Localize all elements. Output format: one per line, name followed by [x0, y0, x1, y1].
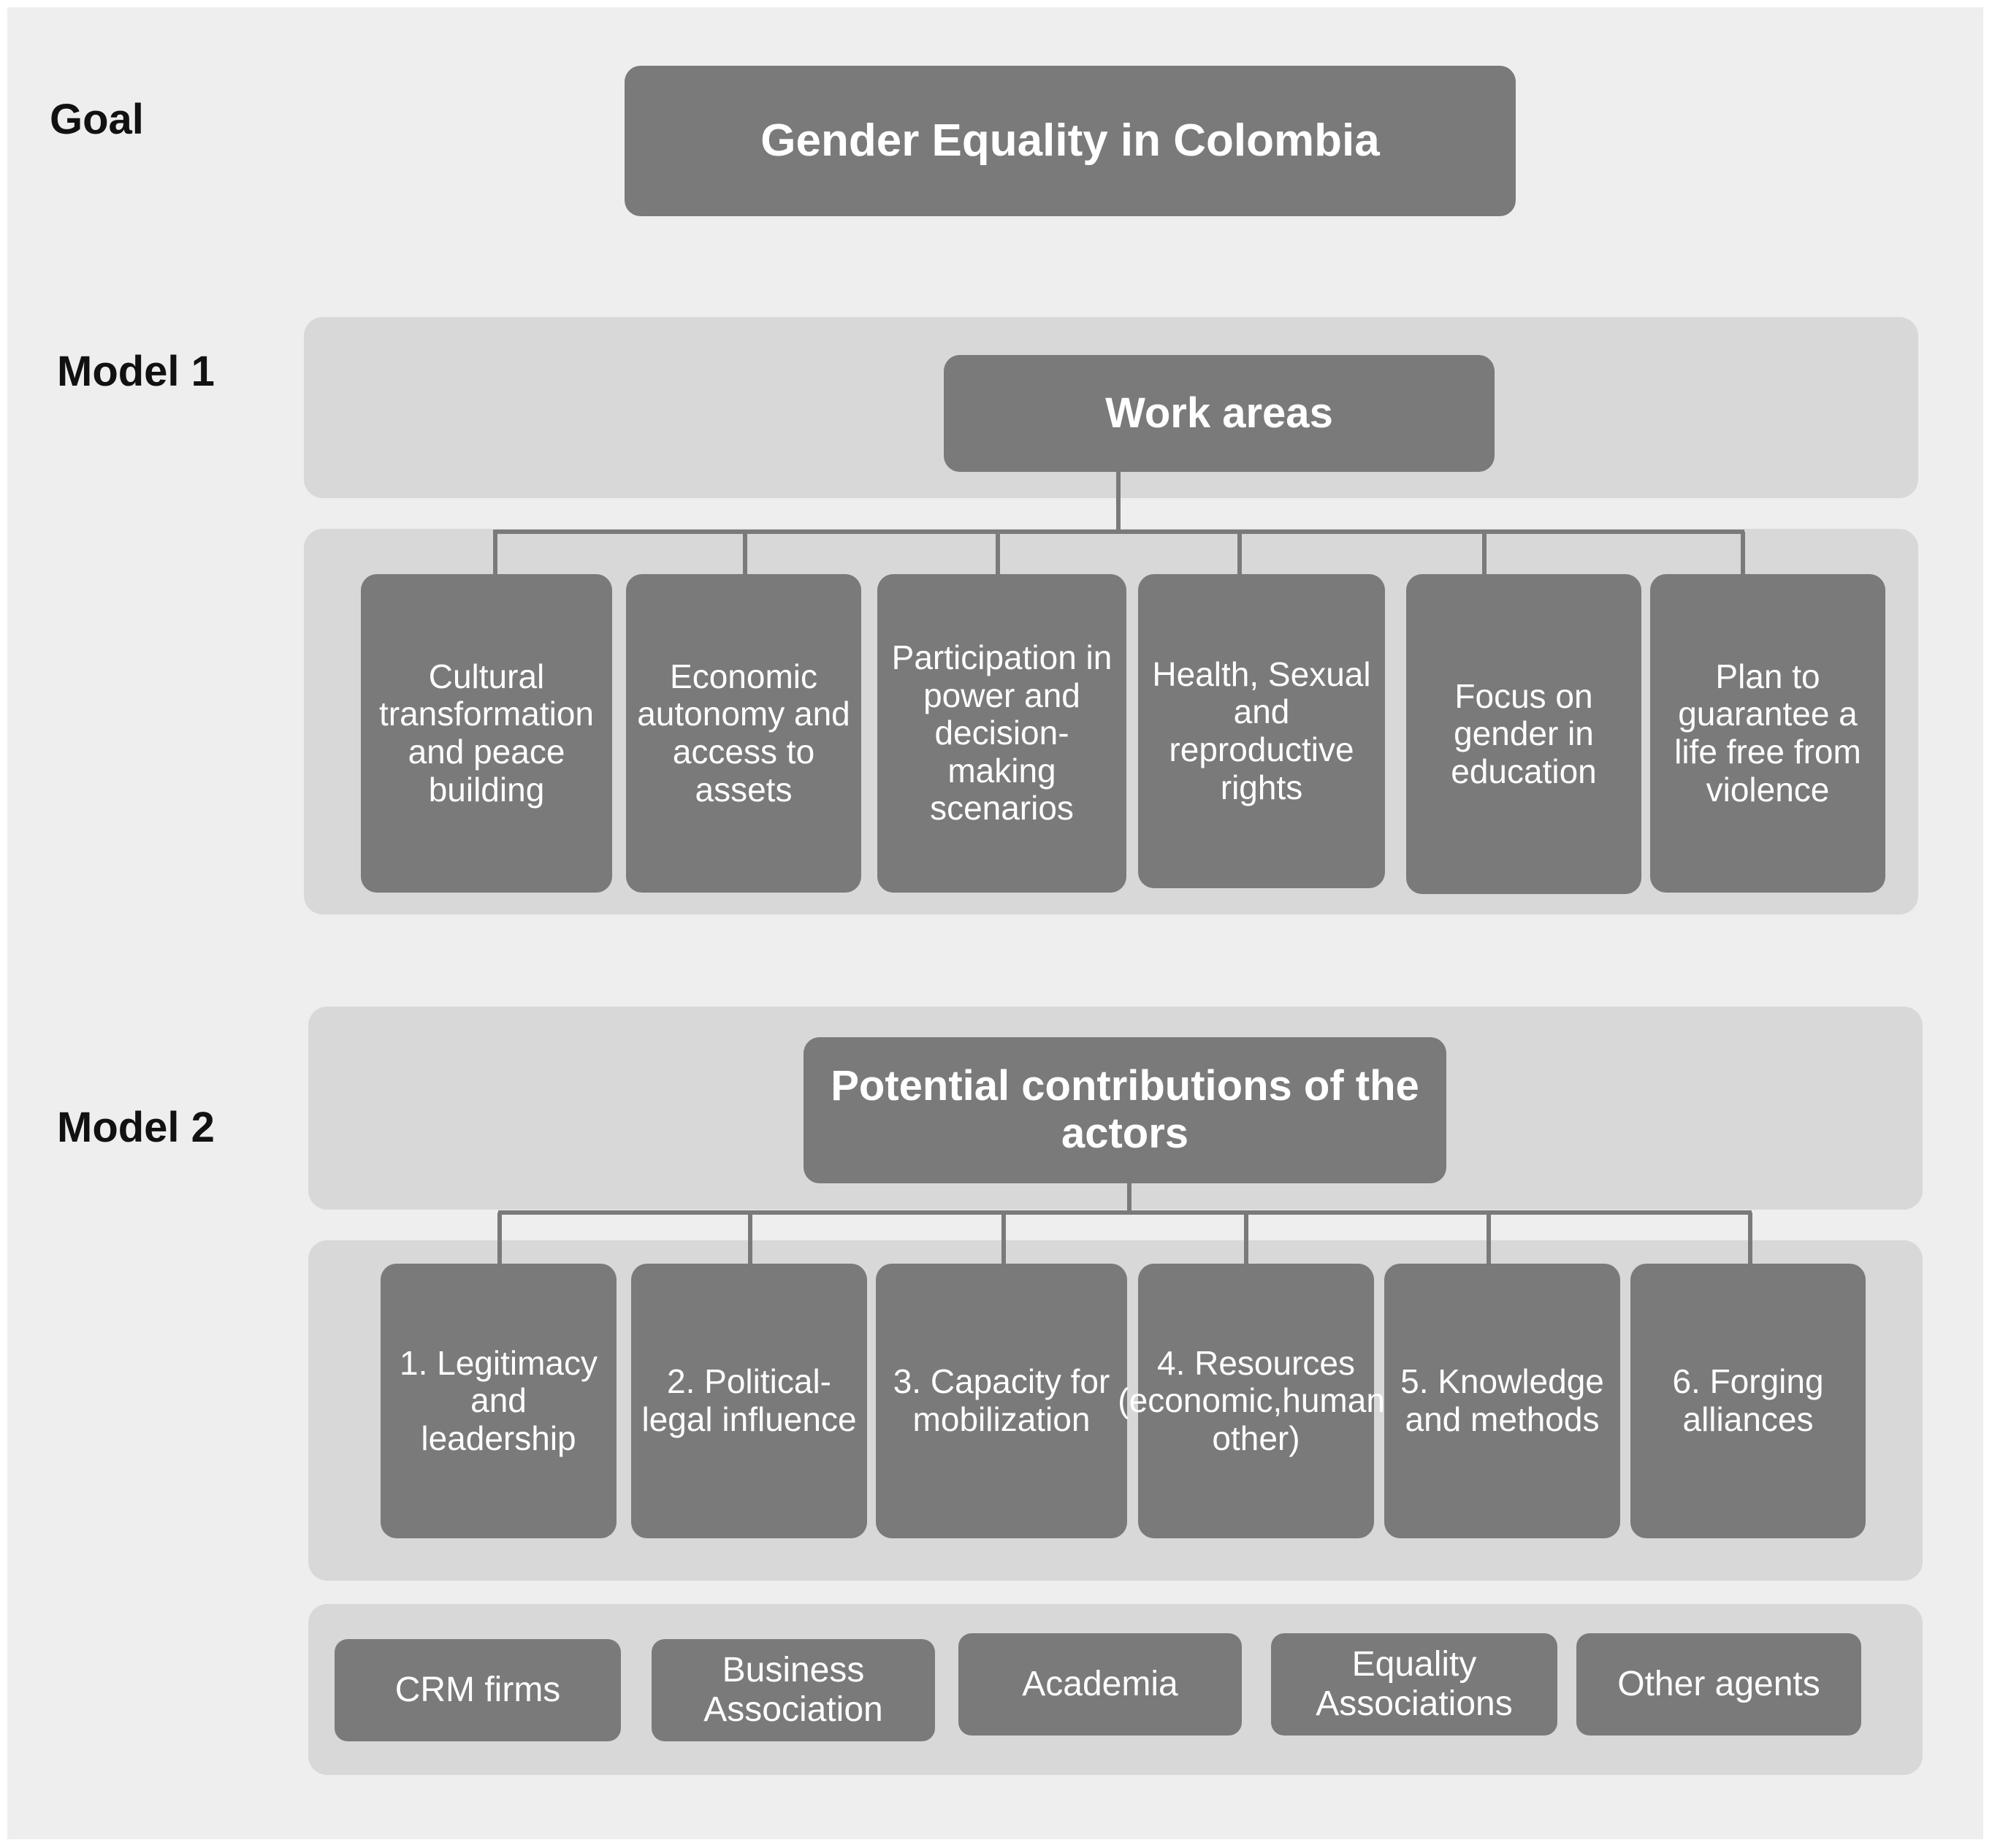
work-area-item-6: Plan to guarantee a life free from viole… — [1650, 574, 1885, 893]
work-area-item-2: Economic autonomy and access to assets — [626, 574, 861, 893]
contribution-item-4: 4. Resources (economic,human, other) — [1118, 1264, 1394, 1538]
actor-equality-associations: Equality Associations — [1271, 1633, 1557, 1736]
contribution-item-5: 5. Knowledge and methods — [1384, 1264, 1620, 1538]
work-area-item-1: Cultural transformation and peace buildi… — [361, 574, 612, 893]
model2-label: Model 2 — [57, 1104, 215, 1151]
work-area-item-3: Participation in power and decision-maki… — [877, 574, 1126, 893]
contribution-item-3: 3. Capacity for mobilization — [876, 1264, 1127, 1538]
model1-label: Model 1 — [57, 348, 215, 395]
actor-other-agents: Other agents — [1576, 1633, 1861, 1736]
contribution-item-1: 1. Legitimacy and leadership — [381, 1264, 617, 1538]
work-area-item-4: Health, Sexual and reproductive rights — [1138, 574, 1385, 888]
actor-academia: Academia — [958, 1633, 1242, 1736]
goal-label: Goal — [50, 96, 144, 143]
actor-crm-firms: CRM firms — [335, 1639, 621, 1741]
contribution-item-2: 2. Political-legal influence — [631, 1264, 867, 1538]
goal-box: Gender Equality in Colombia — [625, 66, 1516, 216]
work-area-item-5: Focus on gender in education — [1406, 574, 1641, 894]
actor-business-association: Business Association — [652, 1639, 935, 1741]
contribution-item-6: 6. Forging alliances — [1630, 1264, 1866, 1538]
work-areas-header: Work areas — [944, 355, 1495, 472]
contributions-header: Potential contributions of the actors — [804, 1037, 1446, 1183]
